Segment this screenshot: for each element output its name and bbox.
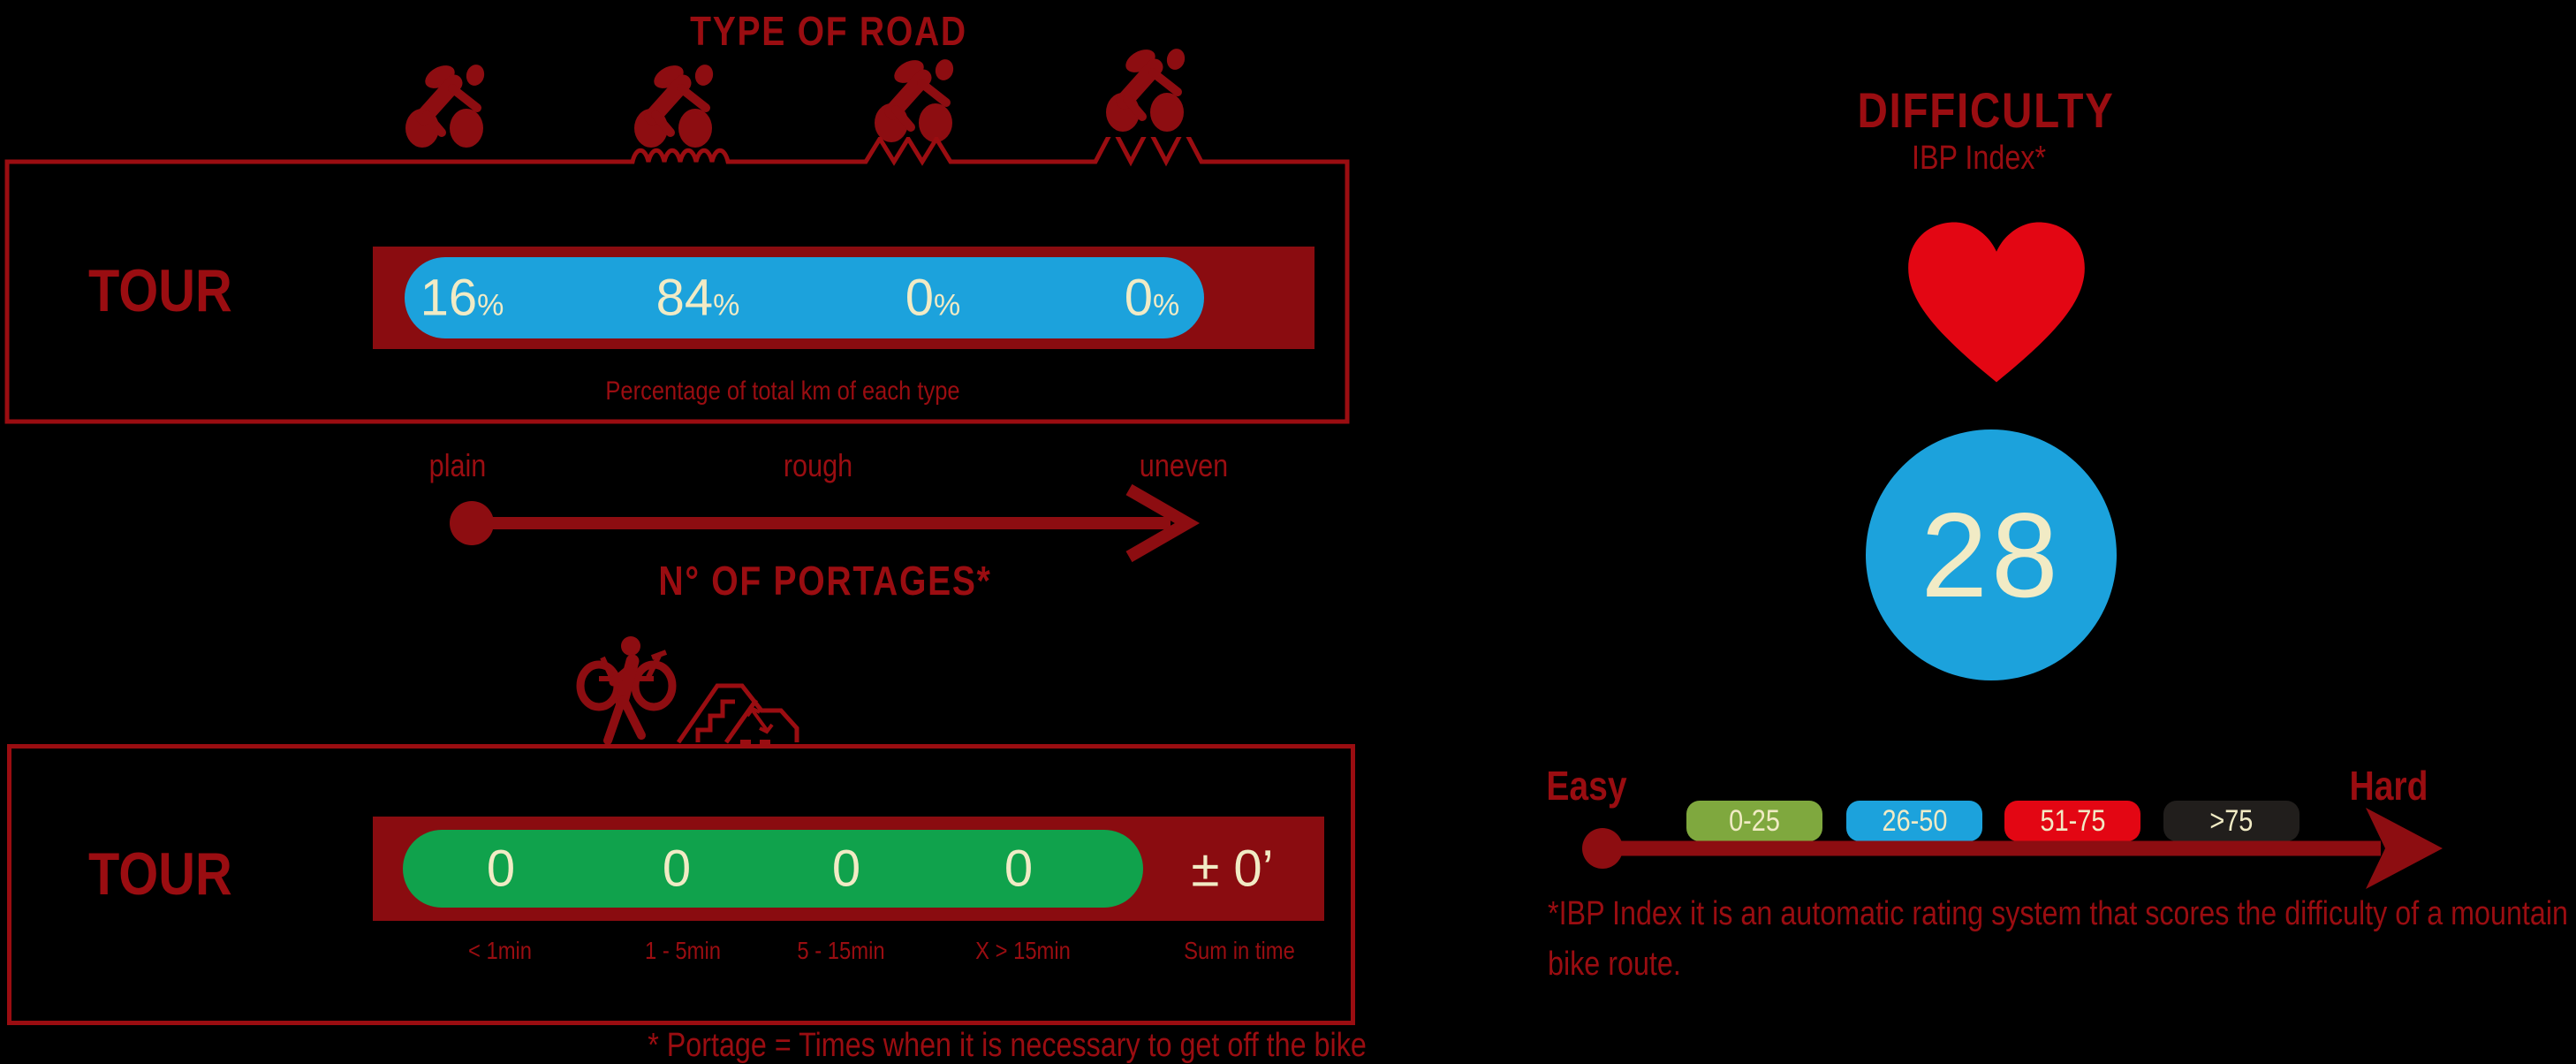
portages-pill: 0 0 0 0	[403, 830, 1143, 908]
bucket-label: < 1min	[467, 937, 533, 964]
surface-scale-label-rough: rough	[783, 447, 853, 483]
type-of-road-row-label: TOUR	[88, 257, 232, 324]
type-of-road-pill: 16% 84% 0% 0%	[405, 257, 1204, 338]
bucket-label: 5 - 15min	[797, 937, 885, 964]
type-of-road-caption: Percentage of total km of each type	[605, 376, 960, 406]
portage-count: 0	[486, 840, 516, 898]
portage-sum-value: ± 0’	[1191, 840, 1274, 898]
cyclist-icon	[626, 58, 732, 154]
cyclist-icon	[867, 53, 973, 148]
difficulty-scale-arrow	[1572, 794, 2465, 908]
portage-footnote: * Portage = Times when it is necessary t…	[648, 1027, 1367, 1064]
surface-scale-label-plain: plain	[428, 447, 487, 483]
difficulty-title: DIFFICULTY	[1857, 82, 2115, 138]
portage-count: 0	[662, 840, 692, 898]
bucket-label-sum: Sum in time	[1184, 937, 1295, 964]
difficulty-range-chip: 26-50	[1846, 801, 1982, 841]
ibp-footnote: *IBP Index it is an automatic rating sys…	[1548, 895, 2569, 983]
difficulty-scale-easy: Easy	[1546, 763, 1627, 809]
difficulty-range-chip: >75	[2163, 801, 2299, 841]
portages-bar: 0 0 0 0 ± 0’	[373, 817, 1324, 921]
cyclist-icon	[1098, 42, 1204, 138]
surface-scale-arrow	[424, 477, 1219, 574]
type-of-road-bar: 16% 84% 0% 0%	[373, 247, 1315, 349]
heart-icon	[1905, 219, 2088, 387]
difficulty-subtitle: IBP Index*	[1911, 140, 2047, 177]
road-segment-value: 16%	[420, 269, 504, 327]
difficulty-range-chip: 0-25	[1686, 801, 1822, 841]
portages-title: N° OF PORTAGES*	[658, 558, 992, 604]
type-of-road-title: TYPE OF ROAD	[690, 8, 967, 54]
bucket-label: 1 - 5min	[645, 937, 721, 964]
portage-icon	[565, 635, 857, 746]
bucket-label: X > 15min	[975, 937, 1071, 964]
road-segment-value: 0%	[905, 269, 961, 327]
portages-box-border	[7, 744, 1355, 1025]
surface-scale-label-uneven: uneven	[1139, 447, 1229, 483]
cyclist-icon	[398, 58, 504, 154]
difficulty-range-chip: 51-75	[2004, 801, 2140, 841]
type-of-road-box-border	[0, 137, 1360, 437]
difficulty-scale-hard: Hard	[2349, 763, 2428, 809]
portages-row-label: TOUR	[88, 840, 232, 908]
portage-count: 0	[831, 840, 861, 898]
portage-count: 0	[1004, 840, 1034, 898]
ibp-score-badge: 28	[1866, 429, 2117, 680]
road-segment-value: 84%	[655, 269, 740, 327]
road-segment-value: 0%	[1124, 269, 1180, 327]
ibp-score-value: 28	[1921, 488, 2062, 622]
